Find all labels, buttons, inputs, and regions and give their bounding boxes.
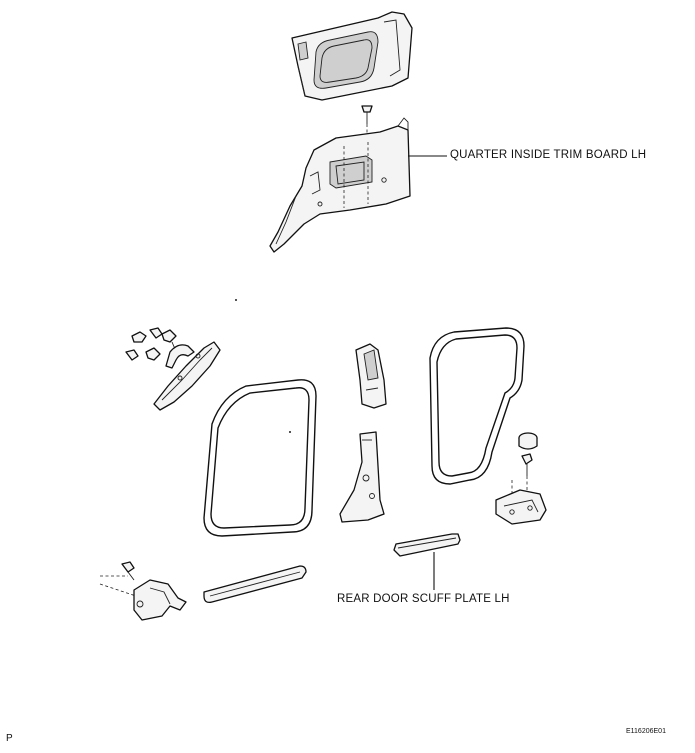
clips-group [125, 327, 179, 361]
rear-door-weatherstrip [429, 327, 525, 485]
front-pillar-garnish [153, 341, 221, 411]
front-door-weatherstrip [203, 379, 317, 537]
assist-grip [165, 344, 195, 369]
label-quarter-inside-trim-board: QUARTER INSIDE TRIM BOARD LH [450, 149, 647, 161]
rear-floor-bracket [495, 489, 547, 525]
quarter-bolt [361, 105, 373, 142]
upper-quarter-panel [291, 11, 413, 101]
center-pillar-lower-garnish [339, 431, 385, 523]
figure-code: E116206E01 [626, 728, 666, 735]
front-door-scuff-plate [203, 565, 307, 604]
front-lower-bracket [99, 561, 187, 621]
quarter-inside-trim-board [269, 117, 411, 253]
center-pillar-upper-garnish [355, 343, 387, 409]
rear-door-scuff-plate [393, 533, 461, 557]
label-rear-door-scuff-plate: REAR DOOR SCUFF PLATE LH [337, 593, 510, 605]
page-letter: P [6, 733, 13, 744]
right-clip-and-bolt [511, 432, 538, 500]
